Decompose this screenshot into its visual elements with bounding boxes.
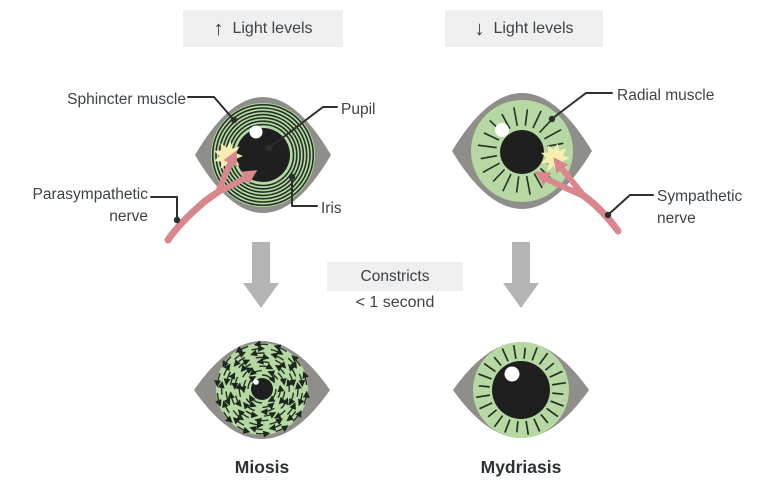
eye-mydriasis bbox=[453, 342, 589, 438]
eye-highlight bbox=[495, 123, 509, 137]
constricts-chip: Constricts bbox=[327, 262, 463, 291]
parasympathetic-leader bbox=[150, 196, 178, 220]
eye-miosis bbox=[194, 340, 330, 439]
eye-highlight bbox=[249, 125, 263, 139]
down-arrow-icon: ↓ bbox=[474, 17, 485, 40]
light-decrease-label: Light levels bbox=[493, 19, 574, 37]
radial-leader bbox=[552, 92, 613, 119]
sphincter-muscle-label: Sphincter muscle bbox=[67, 91, 186, 108]
leader-lines bbox=[150, 92, 654, 220]
parasympathetic-nerve-label: Parasympathetic nerve bbox=[4, 184, 148, 229]
parasympathetic-nerve-graphic bbox=[164, 150, 258, 244]
light-decrease-chip: ↓ Light levels bbox=[445, 10, 603, 47]
radial-muscle-lines bbox=[475, 344, 567, 436]
pupil-label: Pupil bbox=[341, 101, 376, 118]
transition-arrow-right bbox=[503, 242, 539, 308]
iris-label: Iris bbox=[321, 200, 342, 217]
sphincter-leader bbox=[187, 96, 234, 120]
pupil-circle bbox=[500, 130, 544, 174]
miosis-label: Miosis bbox=[234, 457, 290, 477]
light-increase-label: Light levels bbox=[232, 19, 313, 37]
sympathetic-line1: Sympathetic bbox=[657, 188, 743, 205]
eye-highlight bbox=[504, 366, 520, 382]
constricting-muscle-arrows bbox=[214, 340, 310, 438]
sympathetic-nerve-graphic bbox=[534, 157, 622, 235]
sympathetic-nerve-label: Sympathetic nerve bbox=[657, 186, 742, 231]
up-arrow-icon: ↑ bbox=[213, 17, 224, 40]
transition-arrow-left bbox=[243, 242, 279, 308]
light-increase-chip: ↑ Light levels bbox=[183, 10, 343, 47]
pupil-leader bbox=[268, 106, 338, 149]
eye-highlight bbox=[253, 379, 259, 385]
radial-muscle-label: Radial muscle bbox=[617, 87, 715, 104]
iris-leader bbox=[291, 176, 318, 207]
mydriasis-label: Mydriasis bbox=[480, 457, 562, 477]
pupil-circle bbox=[236, 128, 290, 182]
parasympathetic-line2: nerve bbox=[109, 208, 148, 226]
sympathetic-line2: nerve bbox=[657, 210, 696, 228]
sympathetic-leader bbox=[608, 194, 654, 215]
duration-label: < 1 second bbox=[355, 294, 435, 311]
leader-dots bbox=[173, 115, 612, 224]
parasympathetic-line1: Parasympathetic bbox=[32, 186, 148, 203]
pupil-circle bbox=[492, 361, 550, 419]
